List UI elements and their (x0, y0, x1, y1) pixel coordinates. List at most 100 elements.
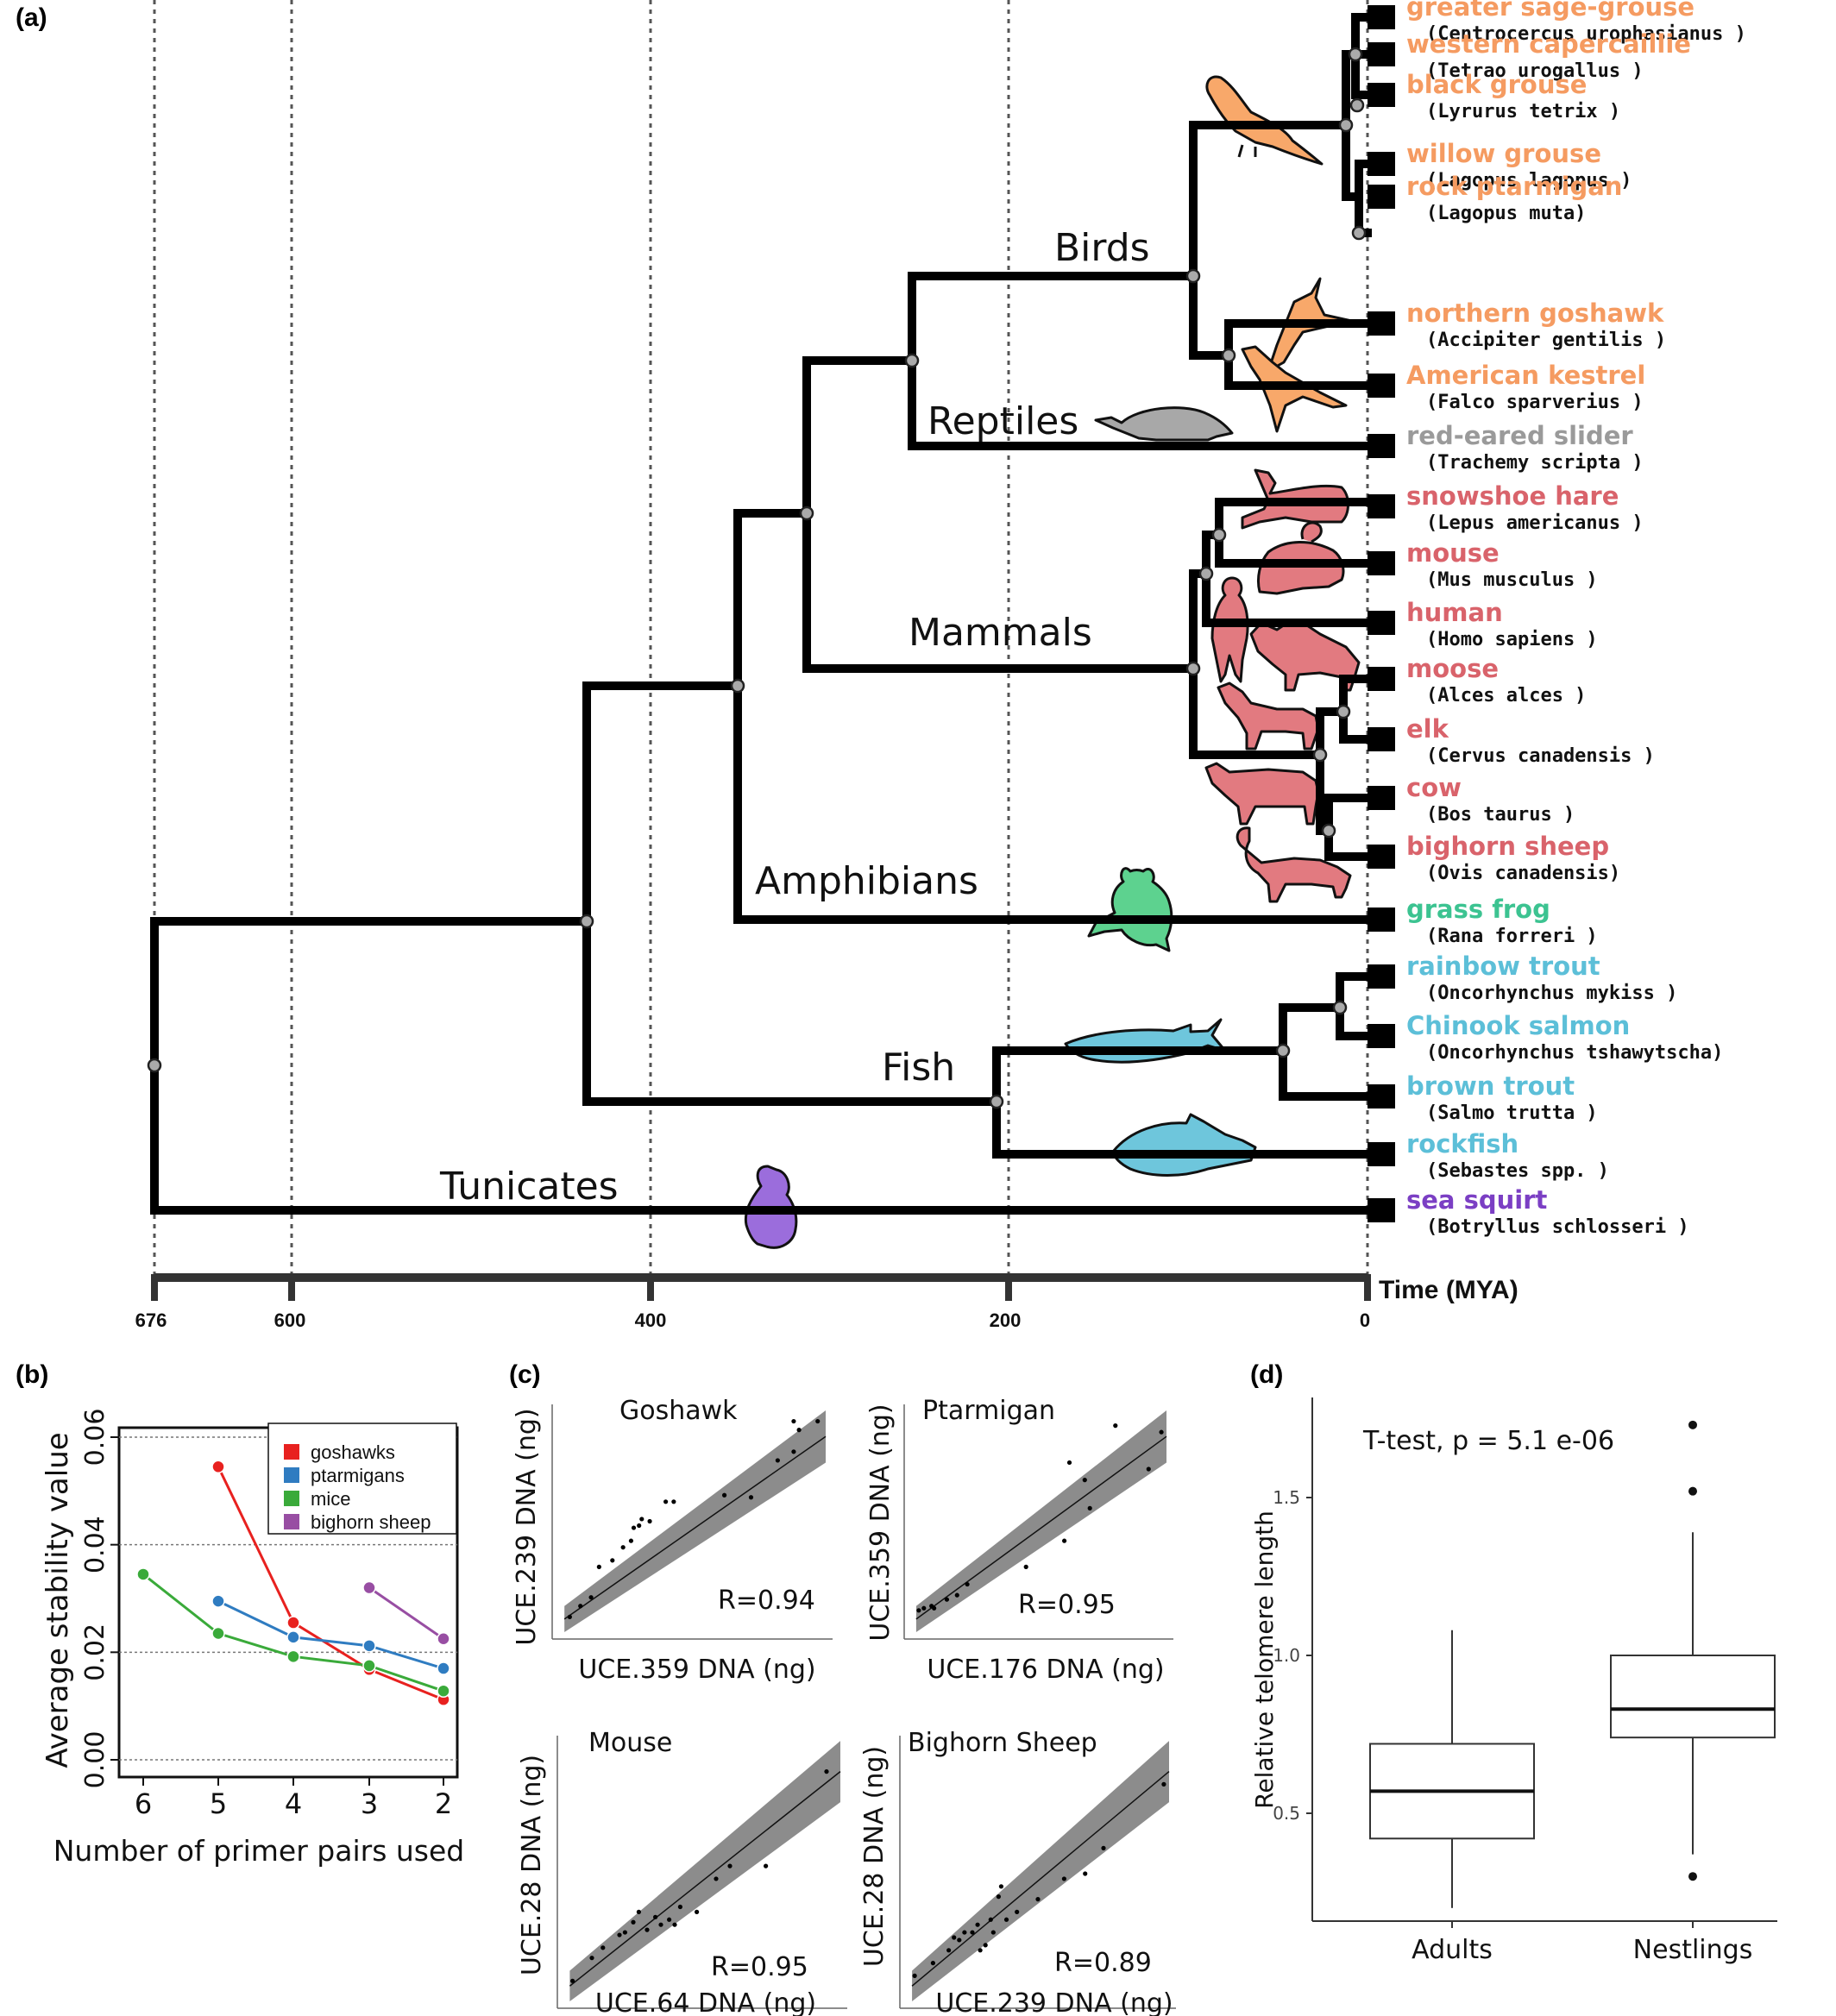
species-common-name: moose (1406, 654, 1499, 683)
scatter-point (721, 1492, 727, 1498)
species-latin-name: (Botryllus schlosseri ) (1426, 1216, 1689, 1238)
species-common-name: western capercaillie (1406, 29, 1691, 59)
tree-tips: greater sage-grouse(Centrocercus urophas… (1368, 0, 1746, 1238)
y-tick-label: 1.0 (1273, 1645, 1300, 1666)
species-common-name: cow (1406, 773, 1462, 802)
scatter-point (1146, 1466, 1151, 1472)
species-latin-name: (Lepus americanus ) (1426, 512, 1644, 534)
x-category-label: Nestlings (1633, 1935, 1753, 1965)
tip-marker (1368, 311, 1395, 336)
tip-marker (1368, 1024, 1395, 1048)
turtle-silhouette (1094, 406, 1234, 442)
elk-silhouette (1217, 681, 1320, 751)
scatter-point (930, 1961, 935, 1966)
scatter-point (978, 1948, 983, 1953)
regression-line (911, 1771, 1170, 1987)
scatter-point (600, 1945, 606, 1950)
scatter-point (962, 1930, 967, 1935)
species-latin-name: (Bos taurus ) (1426, 804, 1575, 826)
species-latin-name: (Sebastes spp. ) (1426, 1160, 1609, 1182)
panel-b-label: (b) (16, 1360, 48, 1389)
scatter-point (622, 1930, 628, 1935)
scatter-point (695, 1909, 700, 1914)
scatter-point (1083, 1871, 1088, 1876)
tip-marker (1368, 845, 1395, 869)
panel-d-label: (d) (1250, 1360, 1283, 1389)
regression-line (915, 1435, 1167, 1620)
species-latin-name: (Accipiter gentilis ) (1426, 330, 1666, 351)
scatter-point (631, 1919, 636, 1925)
tip-marker (1368, 1142, 1395, 1166)
scatter-point (815, 1418, 821, 1424)
scatter-point (1066, 1460, 1072, 1466)
scatter-point (570, 1978, 575, 1983)
scatter-point (578, 1604, 583, 1609)
regression-line (563, 1435, 827, 1620)
species-latin-name: (Tetrao urogallus ) (1426, 60, 1644, 82)
clade-label-reptiles: Reptiles (927, 399, 1078, 443)
scatter-point (916, 1608, 921, 1613)
series-point (136, 1567, 150, 1581)
legend-swatch (284, 1444, 299, 1460)
scatter-point (791, 1418, 796, 1424)
tip-marker (1368, 185, 1395, 209)
legend-box (267, 1423, 457, 1535)
clade-label-amphibians: Amphibians (755, 859, 978, 903)
y-tick-label: 0.06 (80, 1409, 110, 1466)
scatter-point (596, 1564, 601, 1569)
species-common-name: human (1406, 598, 1503, 627)
tip-marker (1368, 667, 1395, 691)
species-latin-name: (Salmo trutta ) (1426, 1102, 1598, 1124)
species-common-name: mouse (1406, 538, 1500, 568)
series-point (437, 1661, 450, 1675)
tip-marker (1368, 1198, 1395, 1222)
scatter-ylabel: UCE.28 DNA (ng) (517, 1755, 547, 1975)
panel-a-phylogeny: (a) (16, 0, 1746, 1331)
outlier-point (1688, 1486, 1697, 1496)
species-common-name: greater sage-grouse (1406, 0, 1695, 22)
series-point (211, 1460, 225, 1474)
series-point (362, 1639, 376, 1653)
scatter-point (727, 1863, 733, 1868)
tip-marker (1368, 611, 1395, 635)
tip-marker (1368, 786, 1395, 810)
scatter-point (667, 1917, 672, 1922)
y-tick-label: 0.00 (80, 1731, 110, 1789)
scatter-point (677, 1904, 683, 1910)
x-tick-label: 6 (135, 1787, 152, 1820)
species-latin-name: (Trachemy scripta ) (1426, 452, 1644, 474)
frog-silhouette (1087, 867, 1173, 952)
species-common-name: northern goshawk (1406, 298, 1664, 328)
species-common-name: Chinook salmon (1406, 1011, 1630, 1040)
species-latin-name: (Oncorhynchus tshawytscha) (1426, 1042, 1723, 1064)
time-tick-0: 0 (1360, 1309, 1370, 1331)
correlation-label: R=0.94 (718, 1586, 815, 1616)
time-tick-676: 676 (135, 1309, 167, 1331)
species-common-name: red-eared slider (1406, 421, 1633, 450)
tip-marker (1368, 42, 1395, 66)
box-nestlings: Nestlings (1610, 1420, 1776, 1965)
x-tick-label: 2 (435, 1787, 452, 1820)
species-latin-name: (Lyrurus tetrix ) (1426, 101, 1620, 122)
scatter-point (663, 1499, 669, 1504)
scatter-point (988, 1917, 993, 1922)
confidence-band (564, 1410, 826, 1632)
species-latin-name: (Oncorhynchus mykiss ) (1426, 983, 1677, 1004)
species-latin-name: (Falco sparverius ) (1426, 392, 1644, 413)
panel-b-ylabel: Average stability value (41, 1432, 75, 1768)
species-common-name: rockfish (1406, 1129, 1518, 1159)
tip-marker (1368, 5, 1395, 29)
y-tick-label: 1.5 (1273, 1487, 1300, 1508)
grouse-silhouette (1205, 75, 1324, 166)
species-common-name: grass frog (1406, 895, 1550, 924)
scatter-title: Mouse (588, 1728, 672, 1758)
scatter-point (921, 1605, 927, 1611)
regression-line (569, 1771, 841, 1987)
scatter-point (775, 1458, 780, 1463)
scatter-point (748, 1495, 754, 1500)
